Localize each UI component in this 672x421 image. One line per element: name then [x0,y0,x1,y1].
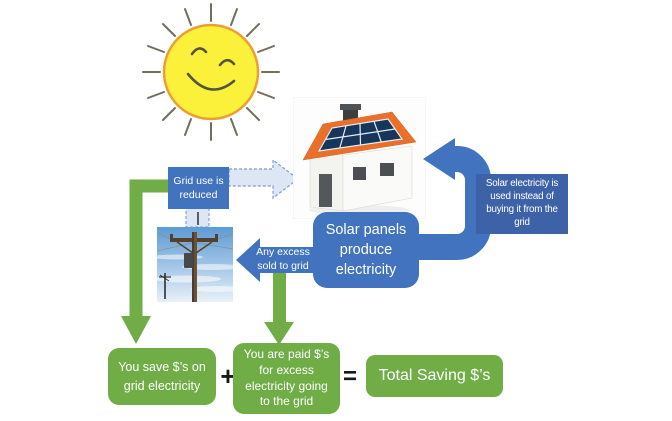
arrow-excess-to-pole [236,238,316,282]
house-solar-panels-image [293,97,426,219]
sun-icon [142,3,280,141]
box-solar-electricity-used: Solar electricity is used instead of buy… [476,174,568,234]
box-grid-use-reduced: Grid use is reduced [168,167,229,209]
plus-operator: + [220,360,236,391]
arrow-excess-to-paid [264,266,294,345]
box-you-are-paid: You are paid $’s for excess electricity … [233,343,340,414]
arrow-gridreduced-to-yousave [121,179,168,344]
box-you-save: You save $’s on grid electricity [108,348,216,405]
power-pole-photo [157,227,233,302]
label-any-excess-sold-to-grid: Any excess sold to grid [256,246,310,272]
box-solar-panels-produce: Solar panels produce electricity [313,212,419,288]
equals-operator: = [342,363,357,390]
dashed-arrow-gridreduced-to-house [228,158,299,200]
box-total-saving: Total Saving $’s [366,355,503,397]
